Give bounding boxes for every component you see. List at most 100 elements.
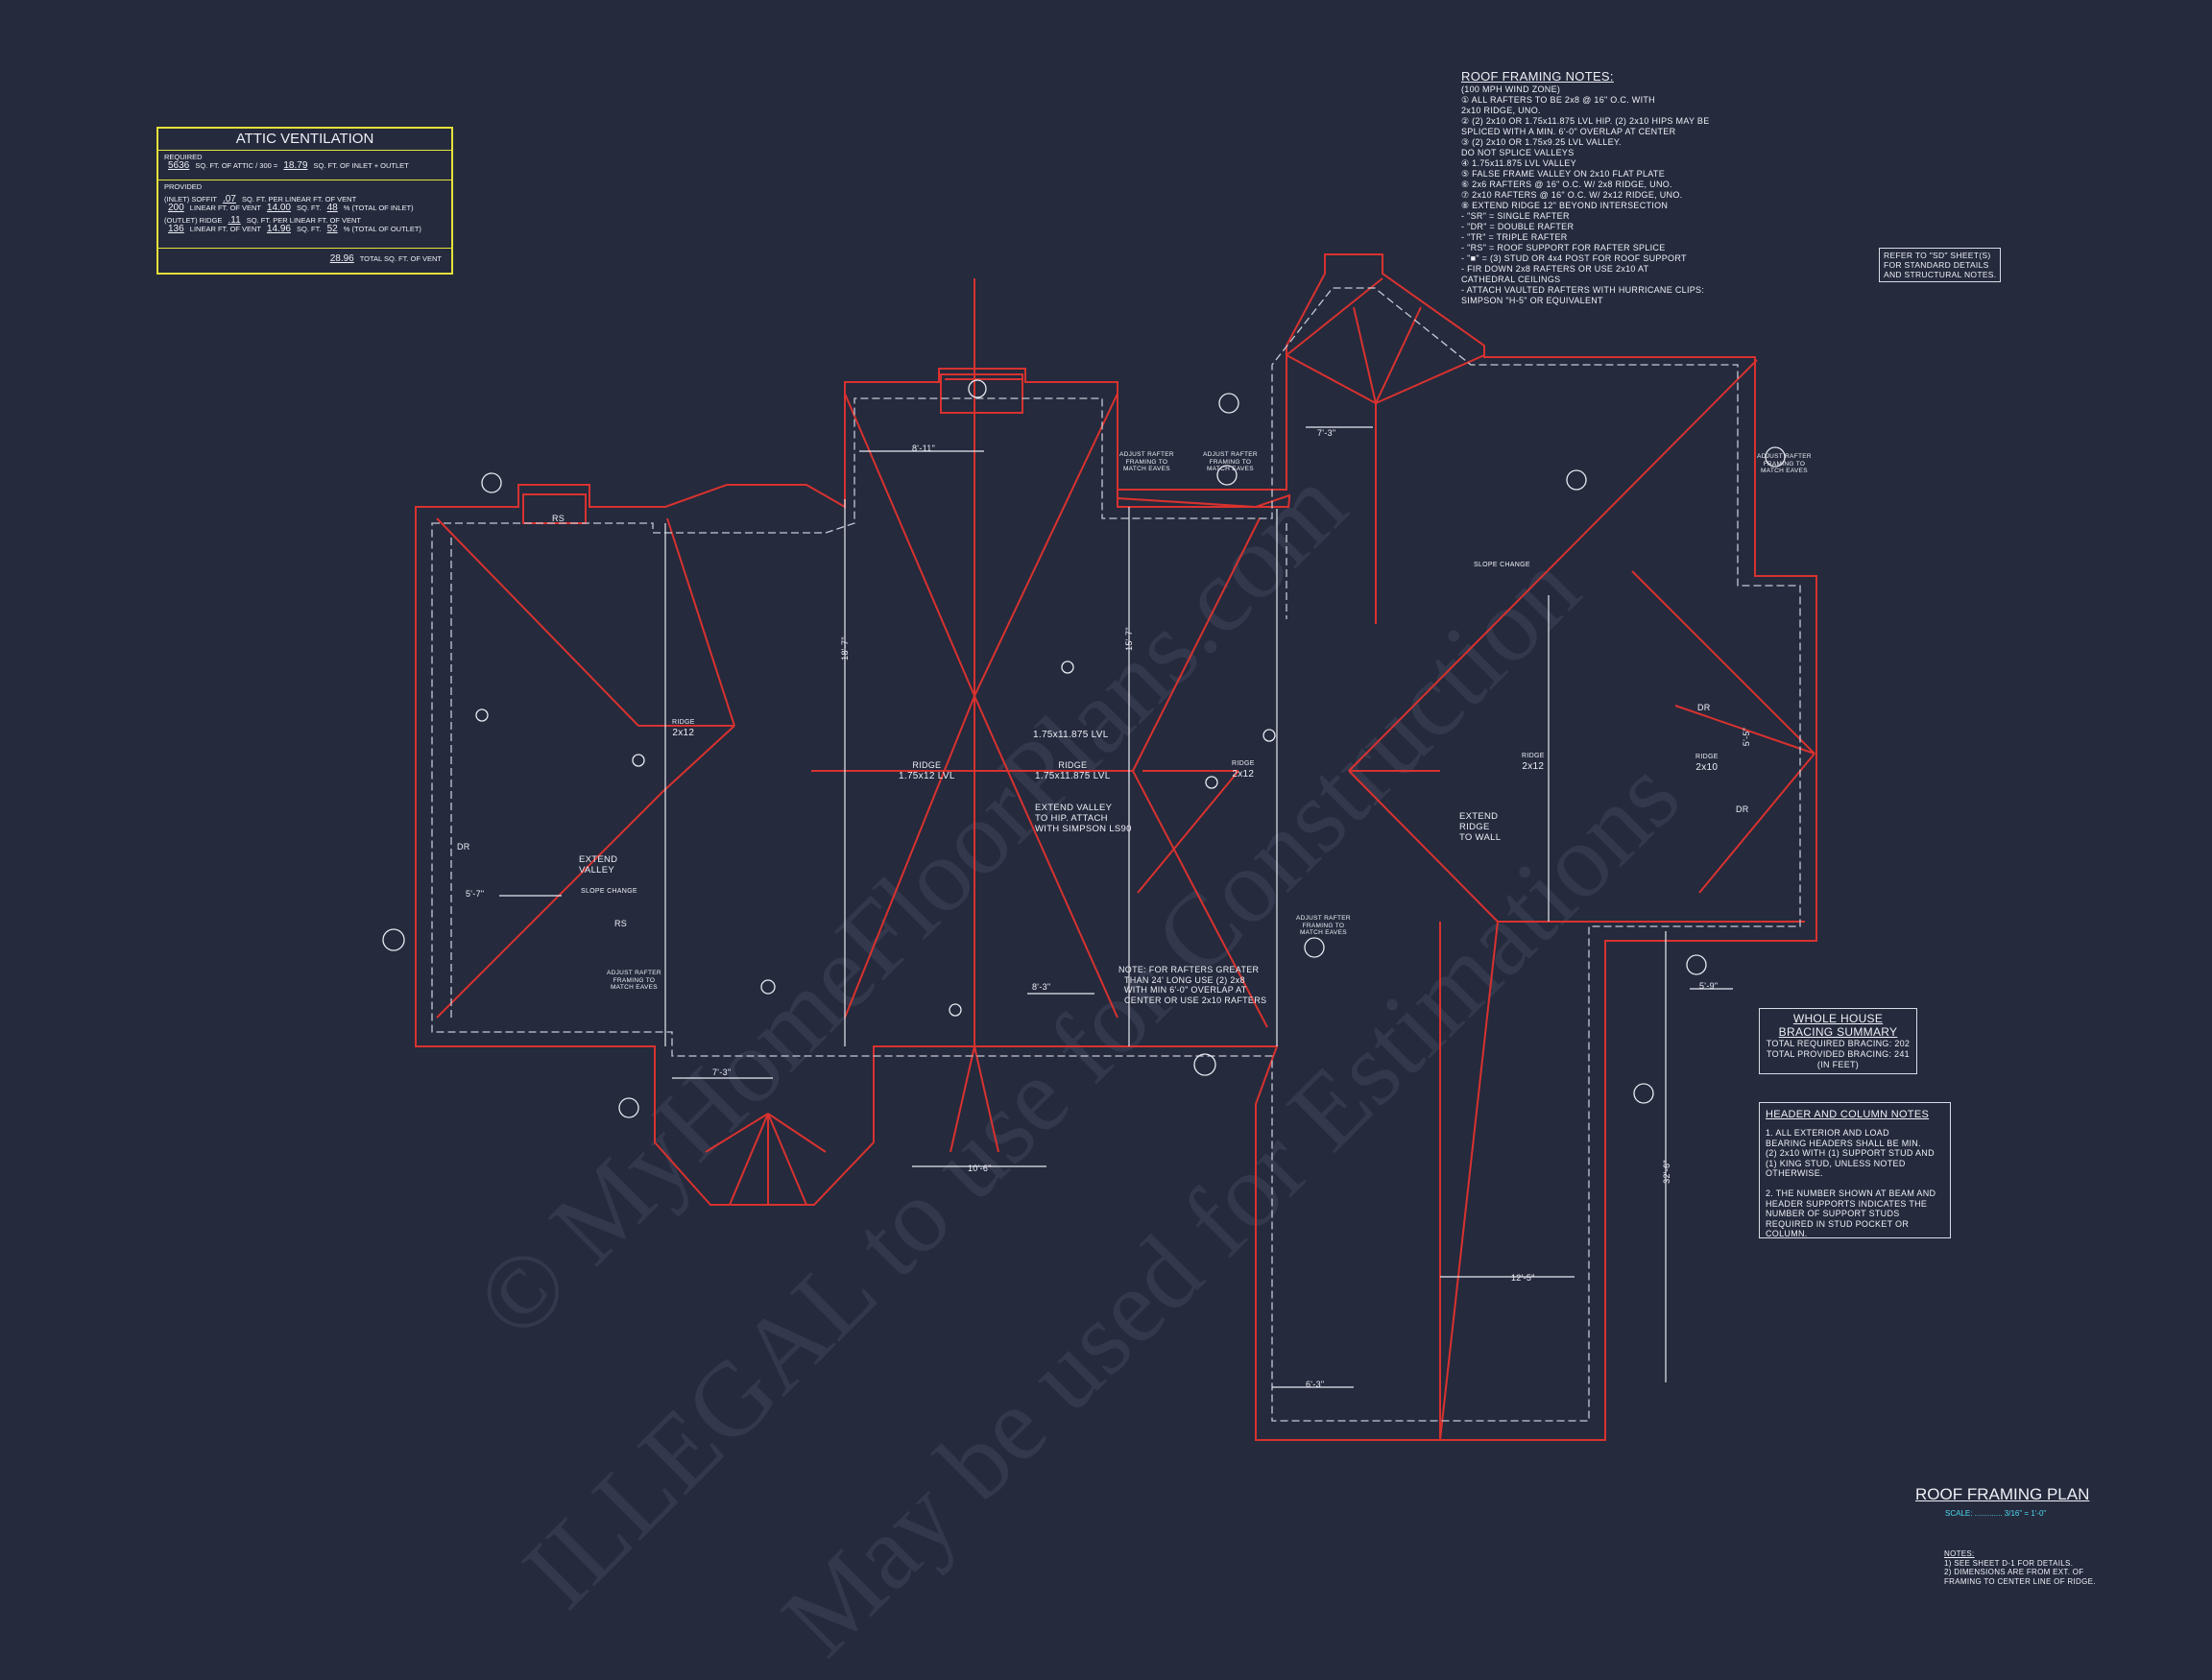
required-unit: SQ. FT. OF INLET + OUTLET bbox=[313, 161, 409, 170]
outlet-pct-text: % (TOTAL OF OUTLET) bbox=[343, 225, 421, 233]
roof-note-item: - "DR" = DOUBLE RAFTER bbox=[1461, 222, 1575, 231]
roof-note-item: - "SR" = SINGLE RAFTER bbox=[1461, 211, 1570, 221]
note-line: EXTEND VALLEY bbox=[1035, 803, 1113, 813]
extend-ridge-note: EXTEND RIDGE TO WALL bbox=[1459, 811, 1501, 843]
header-note-item: REQUIRED IN STUD POCKET OR bbox=[1766, 1218, 1910, 1229]
note-line: VALLEY bbox=[579, 865, 615, 876]
outlet-total-text: SQ. FT. bbox=[297, 225, 322, 233]
ridge-label: RIDGE 2x10 bbox=[1695, 752, 1719, 773]
roof-note-item: - FIR DOWN 2x8 RAFTERS OR USE 2x10 AT bbox=[1461, 264, 1649, 274]
inlet-linear-text: LINEAR FT. OF VENT bbox=[189, 204, 261, 212]
bracing-required: TOTAL REQUIRED BRACING: 202 bbox=[1766, 1039, 1911, 1048]
required-text: SQ. FT. OF ATTIC / 300 = bbox=[195, 161, 278, 170]
dimension-label: 7'-3" bbox=[1317, 428, 1336, 438]
adjust-rafter-note: ADJUST RAFTER FRAMING TO MATCH EAVES bbox=[1119, 451, 1174, 473]
roof-note-item: ⑧ EXTEND RIDGE 12" BEYOND INTERSECTION bbox=[1461, 201, 1669, 210]
inlet-total: 14.00 bbox=[266, 203, 291, 213]
dimension-label: 5'-5" bbox=[1742, 727, 1752, 747]
roof-outline bbox=[415, 253, 1817, 1441]
note-line: TO HIP. ATTACH bbox=[1035, 813, 1108, 824]
refer-note-line: FOR STANDARD DETAILS bbox=[1884, 260, 1989, 270]
lvl-label: 1.75x11.875 LVL bbox=[1033, 730, 1109, 740]
ridge-word: RIDGE bbox=[912, 760, 942, 770]
dimension-label: 6'-3" bbox=[1306, 1380, 1325, 1389]
adjust-rafter-note: ADJUST RAFTER FRAMING TO MATCH EAVES bbox=[1757, 453, 1812, 475]
header-note-item: 1. ALL EXTERIOR AND LOAD bbox=[1766, 1128, 1889, 1138]
inlet-pct: 48 bbox=[326, 203, 338, 213]
inlet-per: .07 bbox=[222, 194, 236, 204]
inlet-per-text: SQ. FT. PER LINEAR FT. OF VENT bbox=[241, 195, 357, 204]
adjust-rafter-note: ADJUST RAFTER FRAMING TO MATCH EAVES bbox=[1203, 451, 1258, 473]
outlet-pct: 52 bbox=[326, 224, 338, 234]
roof-note-item: SPLICED WITH A MIN. 6'-0" OVERLAP AT CEN… bbox=[1461, 127, 1676, 136]
roof-note-item: - "TR" = TRIPLE RAFTER bbox=[1461, 232, 1568, 242]
dimension-label: 10'-6" bbox=[968, 1164, 992, 1173]
sheet-note-line: FRAMING TO CENTER LINE OF RIDGE. bbox=[1944, 1576, 2096, 1586]
inlet-label: (INLET) SOFFIT bbox=[164, 195, 217, 204]
dimension-label: 32'-6" bbox=[1661, 1160, 1671, 1184]
ridge-word: RIDGE bbox=[672, 719, 695, 726]
dimension-label: 18'-7" bbox=[839, 636, 850, 660]
ridge-size: 2x12 bbox=[672, 728, 695, 738]
roof-note-item: ① ALL RAFTERS TO BE 2x8 @ 16" O.C. WITH bbox=[1461, 95, 1655, 105]
header-note-item: HEADER SUPPORTS INDICATES THE bbox=[1766, 1198, 1928, 1209]
note-line: MATCH EAVES bbox=[1299, 929, 1347, 936]
dr-label: DR bbox=[1697, 703, 1711, 712]
adjust-rafter-note: ADJUST RAFTER FRAMING TO MATCH EAVES bbox=[1296, 915, 1351, 937]
refer-note-line: AND STRUCTURAL NOTES. bbox=[1884, 270, 1997, 279]
outlet-label: (OUTLET) RIDGE bbox=[164, 216, 223, 225]
ridge-label: RIDGE 2x12 bbox=[672, 717, 695, 738]
header-note-item: (1) KING STUD, UNLESS NOTED bbox=[1766, 1158, 1906, 1168]
note-line: NOTE: FOR RAFTERS GREATER bbox=[1118, 965, 1260, 974]
note-line: MATCH EAVES bbox=[610, 984, 658, 991]
sheet-note-line: 2) DIMENSIONS ARE FROM EXT. OF bbox=[1944, 1568, 2084, 1576]
note-line: ADJUST RAFTER bbox=[1119, 451, 1174, 458]
dimension-label: 5'-7" bbox=[466, 889, 485, 899]
note-line: WITH MIN 6'-0" OVERLAP AT bbox=[1124, 985, 1247, 995]
attic-ventilation-table: ATTIC VENTILATION REQUIRED 5636 SQ. FT. … bbox=[156, 127, 453, 275]
note-line: MATCH EAVES bbox=[1206, 466, 1254, 472]
ridge-right-label: RIDGE 1.75x11.875 LVL bbox=[1035, 760, 1111, 781]
ridge-left-label: RIDGE 1.75x12 LVL bbox=[899, 760, 955, 781]
sheet-title: ROOF FRAMING PLAN bbox=[1915, 1485, 2090, 1503]
roof-note-item: - "■" = (3) STUD OR 4x4 POST FOR ROOF SU… bbox=[1461, 253, 1687, 263]
header-note-item: 2. THE NUMBER SHOWN AT BEAM AND bbox=[1766, 1188, 1936, 1198]
header-note-item: (2) 2x10 WITH (1) SUPPORT STUD AND bbox=[1766, 1148, 1935, 1158]
roof-notes-title: ROOF FRAMING NOTES: bbox=[1461, 69, 1614, 84]
header-note-item: OTHERWISE. bbox=[1766, 1168, 1823, 1178]
roof-note-item: SIMPSON "H-5" OR EQUIVALENT bbox=[1461, 296, 1603, 305]
rs-label: RS bbox=[552, 514, 565, 523]
rafter-length-note: NOTE: FOR RAFTERS GREATER THAN 24' LONG … bbox=[1118, 965, 1266, 1005]
note-line: MATCH EAVES bbox=[1122, 466, 1170, 472]
note-line: RIDGE bbox=[1459, 822, 1490, 832]
ridge-size: 1.75x11.875 LVL bbox=[1035, 771, 1111, 781]
ridge-size: 2x12 bbox=[1232, 769, 1255, 780]
required-result: 18.79 bbox=[283, 160, 308, 171]
outlet-per: .11 bbox=[228, 215, 241, 226]
ridge-word: RIDGE bbox=[1232, 760, 1255, 767]
header-note-item bbox=[1766, 1179, 1944, 1189]
roof-note-item: ⑦ 2x10 RAFTERS @ 16" O.C. W/ 2x12 RIDGE,… bbox=[1461, 190, 1683, 200]
slope-change-label: SLOPE CHANGE bbox=[581, 888, 637, 895]
dimension-label: 8'-3" bbox=[1032, 982, 1051, 992]
ridge-label: RIDGE 2x12 bbox=[1232, 758, 1255, 780]
attic-ventilation-title: ATTIC VENTILATION bbox=[158, 129, 451, 151]
roof-note-item: ⑥ 2x6 RAFTERS @ 16" O.C. W/ 2x8 RIDGE, U… bbox=[1461, 180, 1672, 189]
dr-label: DR bbox=[457, 842, 470, 852]
roof-note-item: ③ (2) 2x10 OR 1.75x9.25 LVL VALLEY. bbox=[1461, 137, 1622, 147]
extend-valley-note: EXTEND VALLEY bbox=[579, 854, 617, 876]
provided-label: PROVIDED bbox=[164, 182, 203, 191]
vent-total: 28.96 bbox=[329, 253, 354, 264]
ridge-size: 2x10 bbox=[1695, 762, 1719, 773]
note-line: CENTER OR USE 2x10 RAFTERS bbox=[1124, 995, 1267, 1005]
roof-note-item: ⑤ FALSE FRAME VALLEY ON 2x10 FLAT PLATE bbox=[1461, 169, 1666, 179]
slope-change-label: SLOPE CHANGE bbox=[1474, 562, 1530, 568]
note-line: FRAMING TO bbox=[1302, 922, 1345, 929]
roof-note-item: CATHEDRAL CEILINGS bbox=[1461, 275, 1561, 284]
roof-framing-notes: ROOF FRAMING NOTES: (100 MPH WIND ZONE)①… bbox=[1461, 69, 1749, 306]
outlet-total: 14.96 bbox=[266, 224, 291, 234]
required-label: REQUIRED bbox=[164, 153, 203, 161]
roof-note-item: - ATTACH VAULTED RAFTERS WITH HURRICANE … bbox=[1461, 285, 1705, 295]
